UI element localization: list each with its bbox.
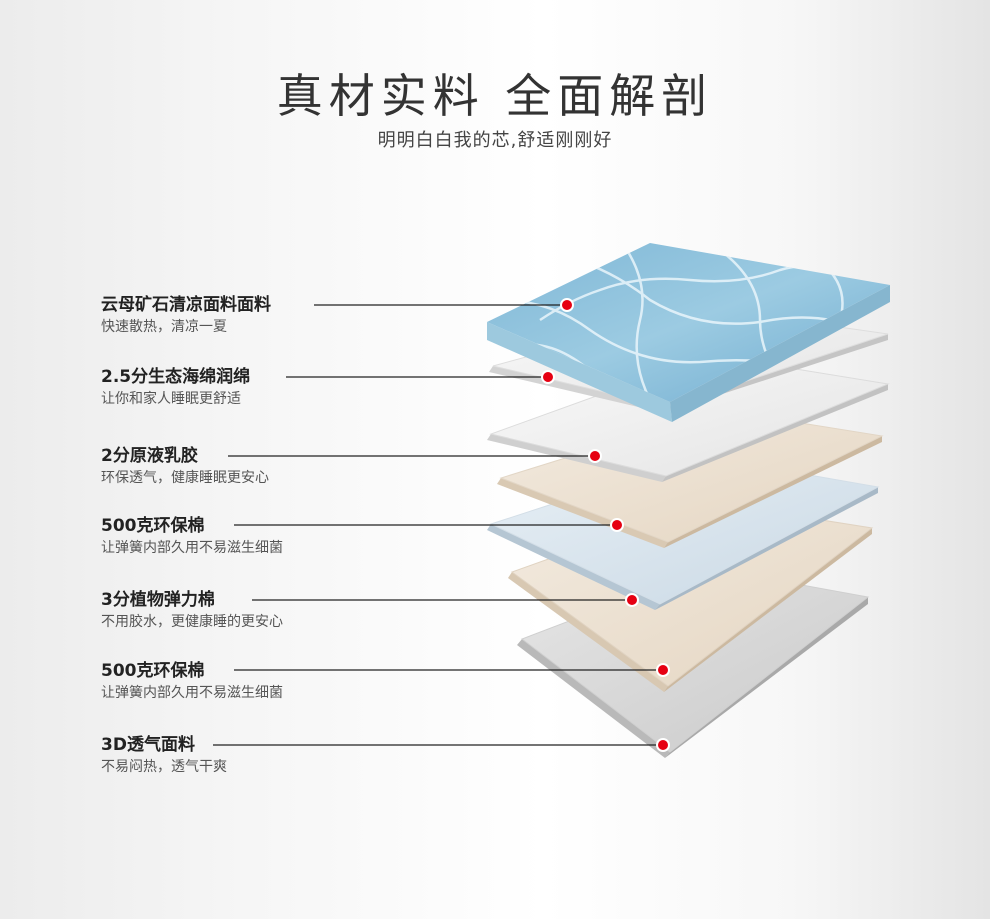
layer-name: 3D透气面料 [101,735,195,755]
page-subtitle: 明明白白我的芯,舒适刚刚好 [377,130,613,151]
layer-label-latex: 2分原液乳胶 环保透气，健康睡眠更安心 [101,445,269,488]
layer-label-3d-fabric: 3D透气面料 不易闷热，透气干爽 [101,734,227,777]
marker-dot [541,370,555,384]
layer-description: 让弹簧内部久用不易滋生细菌 [101,685,283,701]
layer-label-sponge: 2.5分生态海绵润绵 让你和家人睡眠更舒适 [101,366,250,409]
layer-label-eco-cotton-lower: 500克环保棉 让弹簧内部久用不易滋生细菌 [101,660,283,703]
layer-name: 3分植物弹力棉 [101,590,215,610]
page-title: 真材实料 全面解剖 [276,69,714,123]
layer-label-plant-cotton: 3分植物弹力棉 不用胶水，更健康睡的更安心 [101,589,283,632]
layer-label-cooling-fabric: 云母矿石清凉面料面料 快速散热，清凉一夏 [101,294,271,337]
layer-name: 2分原液乳胶 [101,446,198,466]
layer-name: 500克环保棉 [101,661,205,681]
layer-name: 500克环保棉 [101,516,205,536]
marker-dot [625,593,639,607]
marker-dot [656,738,670,752]
layer-label-eco-cotton-upper: 500克环保棉 让弹簧内部久用不易滋生细菌 [101,515,283,558]
layer-name: 2.5分生态海绵润绵 [101,367,251,387]
layer-description: 让弹簧内部久用不易滋生细菌 [101,540,283,556]
callout-lines [213,304,663,746]
marker-dot [560,298,574,312]
layer-cooling-fabric [487,243,890,422]
layer-description: 不用胶水，更健康睡的更安心 [101,614,283,630]
marker-dot [610,518,624,532]
layer-description: 让你和家人睡眠更舒适 [101,391,241,407]
layer-description: 不易闷热，透气干爽 [101,759,227,775]
marker-dot [656,663,670,677]
marker-dot [588,449,602,463]
callout-markers [541,298,670,752]
layer-name: 云母矿石清凉面料面料 [101,295,271,315]
layer-description: 快速散热，清凉一夏 [101,319,227,335]
layer-description: 环保透气，健康睡眠更安心 [101,470,269,486]
layer-latex [487,354,890,482]
